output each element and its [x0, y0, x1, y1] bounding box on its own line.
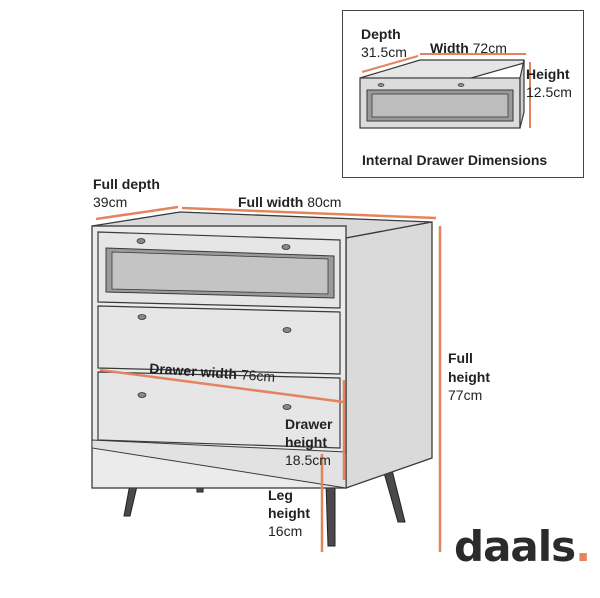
full-depth-label: Full depth [93, 176, 160, 192]
leg-height-label-1: Leg [268, 487, 293, 503]
inset-depth-line [361, 55, 419, 73]
full-height-label-1: Full [448, 350, 473, 366]
full-width-text: Full width 80cm [238, 194, 342, 210]
full-depth-value: 39cm [93, 194, 128, 210]
leg-height-label-2: height [268, 505, 310, 521]
drawer-width-line [99, 368, 345, 404]
inset-depth-label: Depth [361, 26, 401, 42]
inset-width-text: Width 72cm [430, 40, 507, 56]
drawer-height-value: 18.5cm [285, 452, 331, 468]
full-height-value: 77cm [448, 387, 483, 403]
middle-drawer [97, 305, 341, 375]
full-height-label-2: height [448, 369, 490, 385]
full-width-line [181, 206, 437, 220]
chest-side [345, 221, 433, 489]
inset-height-label: Height [526, 66, 570, 82]
inset-caption: Internal Drawer Dimensions [362, 152, 548, 168]
inset-drawer-drawing [359, 53, 531, 129]
internal-dimensions-panel [342, 10, 584, 178]
drawer-height-label-2: height [285, 434, 327, 450]
daals-logo: daals. [454, 522, 591, 571]
full-depth-line [95, 205, 179, 221]
drawer-height-label-1: Drawer [285, 416, 333, 432]
inset-height-value: 12.5cm [526, 84, 572, 100]
leg-height-value: 16cm [268, 523, 303, 539]
inset-depth-value: 31.5cm [361, 44, 407, 60]
bottom-drawer [97, 371, 341, 449]
